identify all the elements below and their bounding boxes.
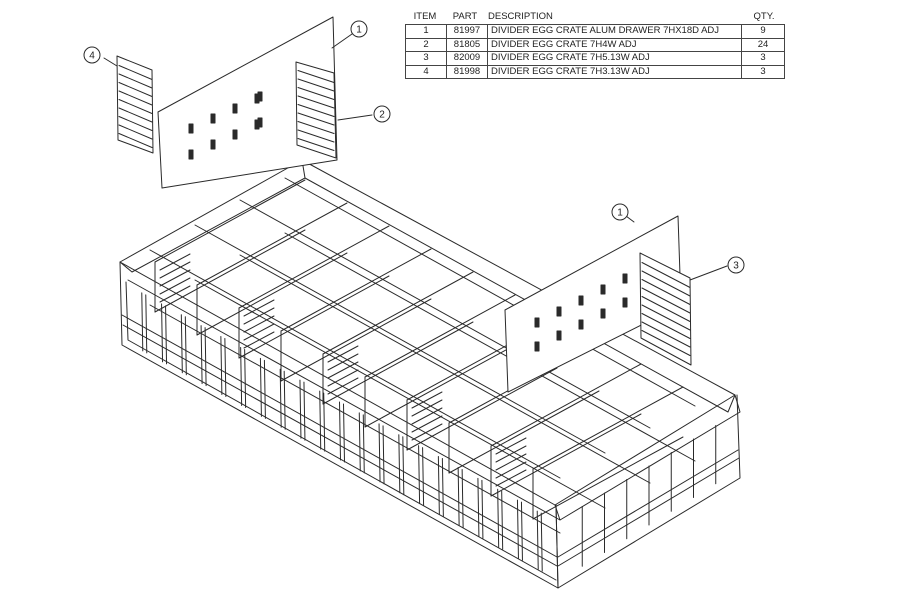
bom-cell-qty: 3 — [760, 65, 766, 77]
bom-cell-item: 2 — [406, 38, 447, 51]
divider-sheet-top — [157, 16, 338, 189]
bom-cell-part: 81997 — [447, 25, 488, 38]
bom-cell-item: 4 — [406, 65, 447, 78]
front-face-slats — [141, 292, 543, 572]
svg-text:2: 2 — [379, 110, 385, 121]
balloon-3: 3 — [727, 256, 745, 274]
leader-lines — [103, 33, 728, 281]
svg-text:1: 1 — [356, 25, 362, 36]
bom-cell-description: DIVIDER EGG CRATE 7H5.13W ADJ — [488, 52, 742, 65]
balloon-1-top: 1 — [350, 20, 368, 38]
bom-cell-part: 81805 — [447, 38, 488, 51]
balloon-2: 2 — [373, 105, 391, 123]
bom-cell-item: 3 — [406, 52, 447, 65]
bom-row: 1 81997 DIVIDER EGG CRATE ALUM DRAWER 7H… — [406, 25, 784, 38]
svg-text:1: 1 — [617, 208, 623, 219]
egg-crate-grid — [149, 177, 696, 534]
bom-header-qty: QTY. — [753, 11, 775, 22]
bom-cell-part: 82009 — [447, 52, 488, 65]
side-face-slats — [581, 425, 717, 567]
divider-louver-item-2 — [295, 61, 337, 159]
bom-cell-part: 81998 — [447, 65, 488, 78]
sheet-top-slots — [188, 91, 263, 160]
bom-row: 2 81805 DIVIDER EGG CRATE 7H4W ADJ 24 — [406, 37, 784, 51]
bom-body: 1 81997 DIVIDER EGG CRATE ALUM DRAWER 7H… — [405, 24, 785, 79]
svg-text:3: 3 — [733, 261, 739, 272]
divider-louver-item-3 — [639, 252, 692, 366]
drawer-tray — [119, 159, 741, 589]
bom-cell-description: DIVIDER EGG CRATE 7H3.13W ADJ — [488, 65, 742, 78]
bom-cell-qty: 24 — [757, 38, 769, 50]
bom-cell-item: 1 — [406, 25, 447, 38]
svg-text:4: 4 — [89, 51, 95, 62]
bom-cell-qty: 3 — [760, 52, 766, 63]
bom-row: 3 82009 DIVIDER EGG CRATE 7H5.13W ADJ 3 — [406, 51, 784, 65]
bom-cell-qty: 9 — [760, 25, 766, 36]
bom-header: ITEM PART DESCRIPTION QTY. — [405, 10, 785, 24]
bom-row: 4 81998 DIVIDER EGG CRATE 7H3.13W ADJ 3 — [406, 64, 784, 78]
bom-header-part: PART — [452, 11, 478, 22]
bill-of-materials-table: ITEM PART DESCRIPTION QTY. 1 81997 DIVID… — [405, 10, 785, 79]
bom-header-item: ITEM — [413, 11, 437, 22]
bom-cell-description: DIVIDER EGG CRATE 7H4W ADJ — [488, 38, 742, 51]
balloon-1-right: 1 — [611, 203, 629, 221]
divider-louver-item-4 — [116, 55, 154, 154]
balloon-4: 4 — [83, 46, 101, 64]
bom-cell-description: DIVIDER EGG CRATE ALUM DRAWER 7HX18D ADJ — [488, 25, 742, 38]
bom-header-description: DESCRIPTION — [488, 11, 553, 22]
